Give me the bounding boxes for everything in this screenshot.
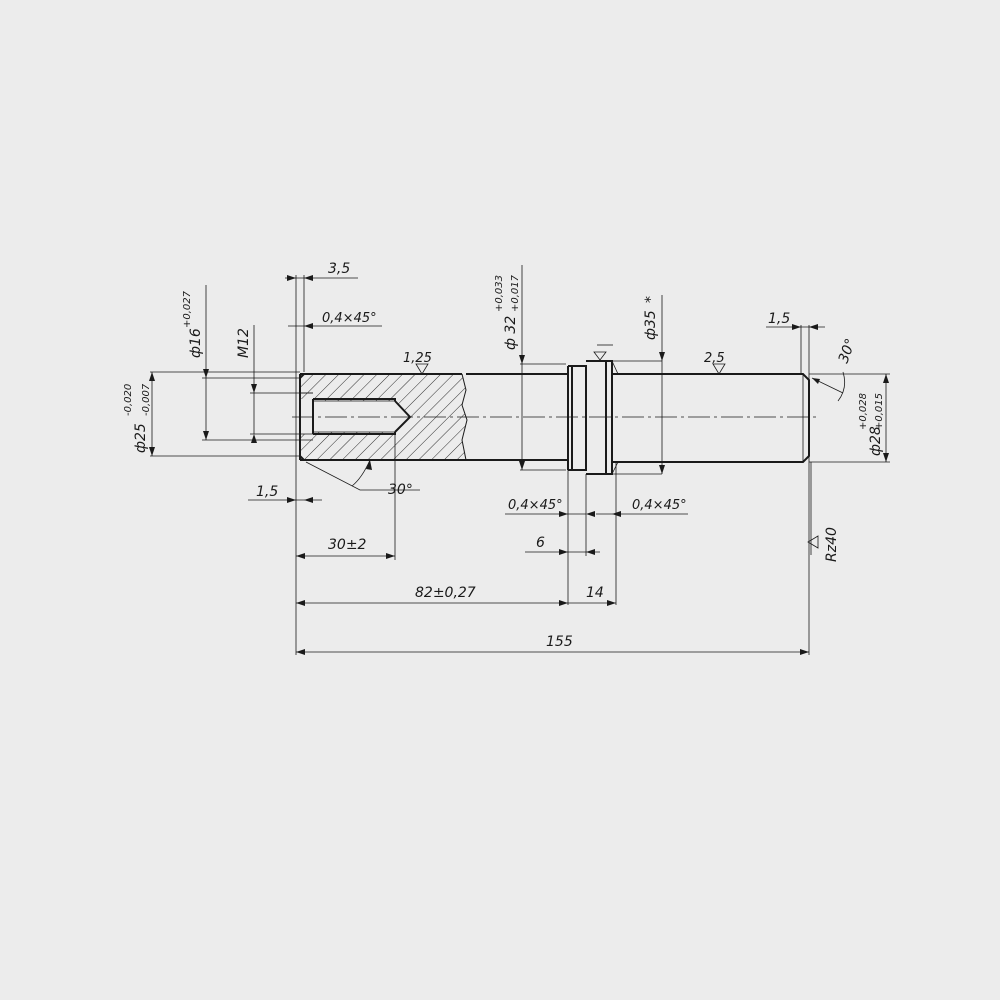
roughness-symbols bbox=[415, 344, 819, 549]
d32-section bbox=[466, 366, 569, 470]
dim-d35: ф35 bbox=[643, 310, 659, 340]
dim-d16: ф16 bbox=[188, 328, 204, 358]
roughness-symbol-3 bbox=[807, 535, 819, 549]
shaft-outline bbox=[292, 360, 820, 475]
collar-d35 bbox=[586, 360, 613, 475]
dim-d35-mark: * bbox=[643, 296, 659, 303]
section-hatch bbox=[300, 374, 467, 460]
break-line bbox=[461, 373, 468, 461]
rough-2-5: 2,5 bbox=[704, 351, 725, 366]
collar-chamfer bbox=[611, 360, 619, 475]
dim-3-5: 3,5 bbox=[328, 261, 350, 277]
dimension-lines bbox=[149, 265, 889, 655]
dim-d28-tol-upper: +0,028 bbox=[858, 393, 869, 430]
left-chamfer bbox=[299, 373, 305, 461]
dim-angle-30-right: 30° bbox=[836, 337, 860, 366]
dim-chamfer-mid-left: 0,4×45° bbox=[508, 498, 563, 513]
dim-d25-tol-lower: -0,007 bbox=[141, 383, 152, 416]
roughness-symbol-1 bbox=[415, 363, 429, 375]
dim-30-2: 30±2 bbox=[328, 537, 367, 553]
extension-lines bbox=[150, 275, 890, 655]
roughness-symbol-4 bbox=[593, 351, 607, 361]
dim-rz40: Rz40 bbox=[824, 527, 840, 562]
dim-d28-tol-lower: +0,015 bbox=[874, 393, 885, 430]
rough-1-25: 1,25 bbox=[403, 351, 432, 366]
dim-chamfer-mid-right: 0,4×45° bbox=[632, 498, 687, 513]
threaded-bore bbox=[312, 398, 412, 435]
dim-d32-tol-lower: +0,017 bbox=[510, 274, 521, 312]
dim-1-5-right: 1,5 bbox=[768, 311, 790, 327]
dim-1-5-left: 1,5 bbox=[256, 484, 278, 500]
dim-angle-30-left: 30° bbox=[388, 482, 413, 498]
d28-section bbox=[612, 373, 810, 463]
dim-155: 155 bbox=[546, 634, 573, 650]
roughness-symbol-2 bbox=[712, 363, 726, 375]
dim-14: 14 bbox=[586, 585, 604, 601]
dim-m12: М12 bbox=[236, 328, 252, 358]
groove bbox=[568, 365, 587, 471]
dim-d25-tol-upper: -0,020 bbox=[123, 384, 134, 416]
dim-d28: ф28 bbox=[868, 426, 884, 456]
dimension-labels: 3,5 0,4×45° ф16 +0,027 М12 ф25 -0,020 -0… bbox=[123, 261, 885, 650]
dim-chamfer-left-top: 0,4×45° bbox=[322, 311, 377, 326]
dim-d16-tol: +0,027 bbox=[182, 290, 193, 328]
dim-d32-tol-upper: +0,033 bbox=[494, 275, 505, 312]
dim-d32: ф 32 bbox=[503, 316, 519, 350]
dim-d25: ф25 bbox=[133, 423, 149, 453]
dim-82: 82±0,27 bbox=[415, 585, 476, 601]
dim-6: 6 bbox=[536, 535, 545, 551]
